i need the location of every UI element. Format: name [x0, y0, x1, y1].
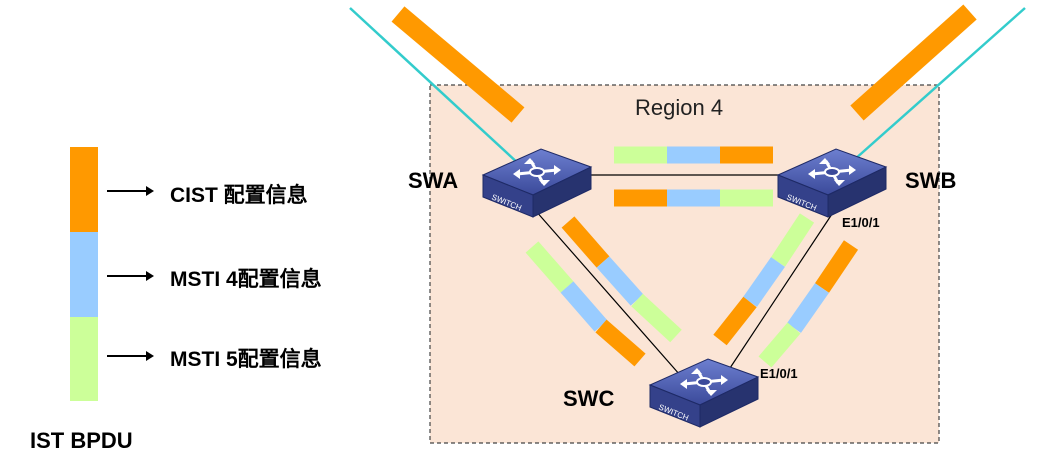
external-bpdu-swa — [391, 6, 525, 123]
switch-label-swc: SWC — [563, 386, 615, 411]
port-label-swb: E1/0/1 — [842, 215, 880, 230]
legend-arrow-msti5 — [107, 351, 154, 361]
legend-arrow-msti4 — [107, 271, 154, 281]
external-link-swb — [844, 7, 1026, 169]
switch-label-swa: SWA — [408, 168, 459, 193]
legend-arrow-cist — [107, 186, 154, 196]
legend-label-cist: CIST 配置信息 — [170, 184, 308, 207]
legend-swatch-cist — [70, 147, 98, 232]
bpdu-swb-to-swc-left — [713, 213, 815, 346]
bpdu-swc-to-swb-right — [758, 240, 859, 368]
legend-label-msti4: MSTI 4配置信息 — [170, 268, 322, 291]
switch-icon: SWITCH — [481, 148, 593, 218]
external-bpdu-swb — [850, 4, 977, 121]
external-link-swa — [349, 7, 521, 166]
switch-label-swb: SWB — [905, 168, 957, 193]
region-title: Region 4 — [635, 95, 724, 120]
legend-swatch-msti4 — [70, 232, 98, 317]
legend-label-msti5: MSTI 5配置信息 — [170, 348, 322, 371]
bpdu-swa-to-swc-left — [525, 241, 646, 367]
bpdu-swc-to-swa-right — [561, 216, 682, 343]
link-swa-swc — [534, 209, 681, 376]
link-swb-swc — [729, 204, 839, 369]
port-label-swc: E1/0/1 — [760, 366, 798, 381]
switch-icon: SWITCH — [776, 148, 888, 218]
switch-icon: SWITCH — [648, 358, 760, 428]
legend-title: IST BPDU — [30, 428, 133, 453]
legend-swatch-msti5 — [70, 317, 98, 401]
